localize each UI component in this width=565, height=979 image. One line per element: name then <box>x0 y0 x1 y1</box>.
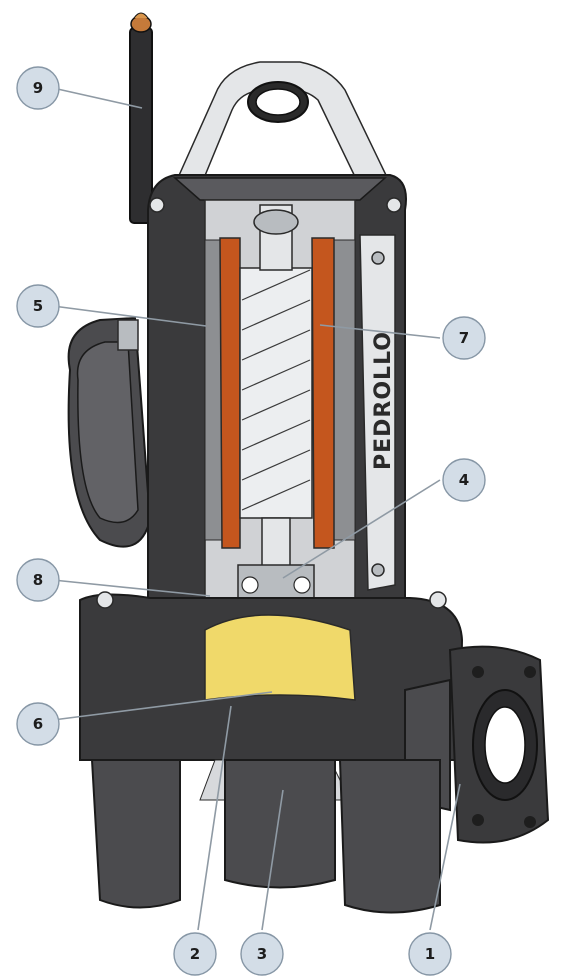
pump-casing <box>79 591 464 801</box>
stator-right <box>311 237 335 549</box>
leader-3 <box>261 789 284 931</box>
callout-1-label: 1 <box>425 945 435 963</box>
callout-5-label: 5 <box>33 297 43 315</box>
leader-2 <box>197 705 232 931</box>
callout-9-label: 9 <box>33 79 43 97</box>
callout-4: 4 <box>442 458 486 502</box>
callout-7: 7 <box>442 316 486 360</box>
callout-badges: 9 5 7 4 8 6 2 3 <box>16 66 486 976</box>
callout-7-label: 7 <box>459 329 469 347</box>
callout-2-label: 2 <box>190 945 200 963</box>
leader-4 <box>282 479 441 579</box>
leader-7 <box>319 324 441 339</box>
brand-label: PEDROLLO <box>371 331 396 470</box>
callout-5: 5 <box>16 284 60 328</box>
leader-8 <box>52 579 211 597</box>
callout-8: 8 <box>16 558 60 602</box>
callout-2: 2 <box>173 932 217 976</box>
callout-8-label: 8 <box>33 571 43 589</box>
pump-illustration: PEDROLLO <box>67 12 550 914</box>
leader-6 <box>52 691 273 721</box>
seal-chamber <box>204 614 356 701</box>
leader-5 <box>52 305 207 327</box>
callout-1: 1 <box>408 932 452 976</box>
callout-3: 3 <box>240 932 284 976</box>
pump-feet <box>90 759 441 914</box>
callout-9: 9 <box>16 66 60 110</box>
callout-4-label: 4 <box>459 471 469 489</box>
stator-left <box>219 237 241 549</box>
leader-9 <box>52 87 143 109</box>
power-cable <box>129 12 153 224</box>
callout-3-label: 3 <box>257 945 267 963</box>
callout-6-label: 6 <box>33 715 43 733</box>
leader-lines <box>52 87 461 931</box>
side-housing <box>67 316 152 548</box>
callout-6: 6 <box>16 702 60 746</box>
rotor <box>239 267 313 519</box>
leader-1 <box>429 783 461 931</box>
